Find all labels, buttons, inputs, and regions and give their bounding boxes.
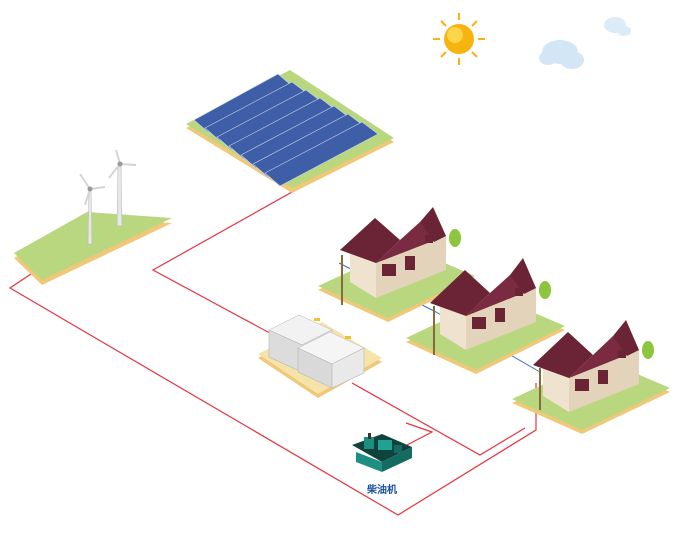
diesel-generator-icon [352, 433, 412, 472]
solar-panel-array-icon [193, 73, 379, 187]
house-2 [406, 258, 565, 374]
wind-turbine-platform [14, 212, 172, 285]
wind-turbine-icon [108, 149, 137, 227]
wind-turbine-icon [79, 173, 106, 245]
sun-icon [433, 13, 485, 65]
house-1 [318, 207, 475, 322]
cloud-icon [604, 17, 631, 36]
diesel-generator-label: 柴油机 [367, 485, 397, 496]
battery-cabinet-icon [268, 314, 365, 389]
cloud-icon [539, 40, 584, 69]
house-3 [512, 320, 670, 434]
